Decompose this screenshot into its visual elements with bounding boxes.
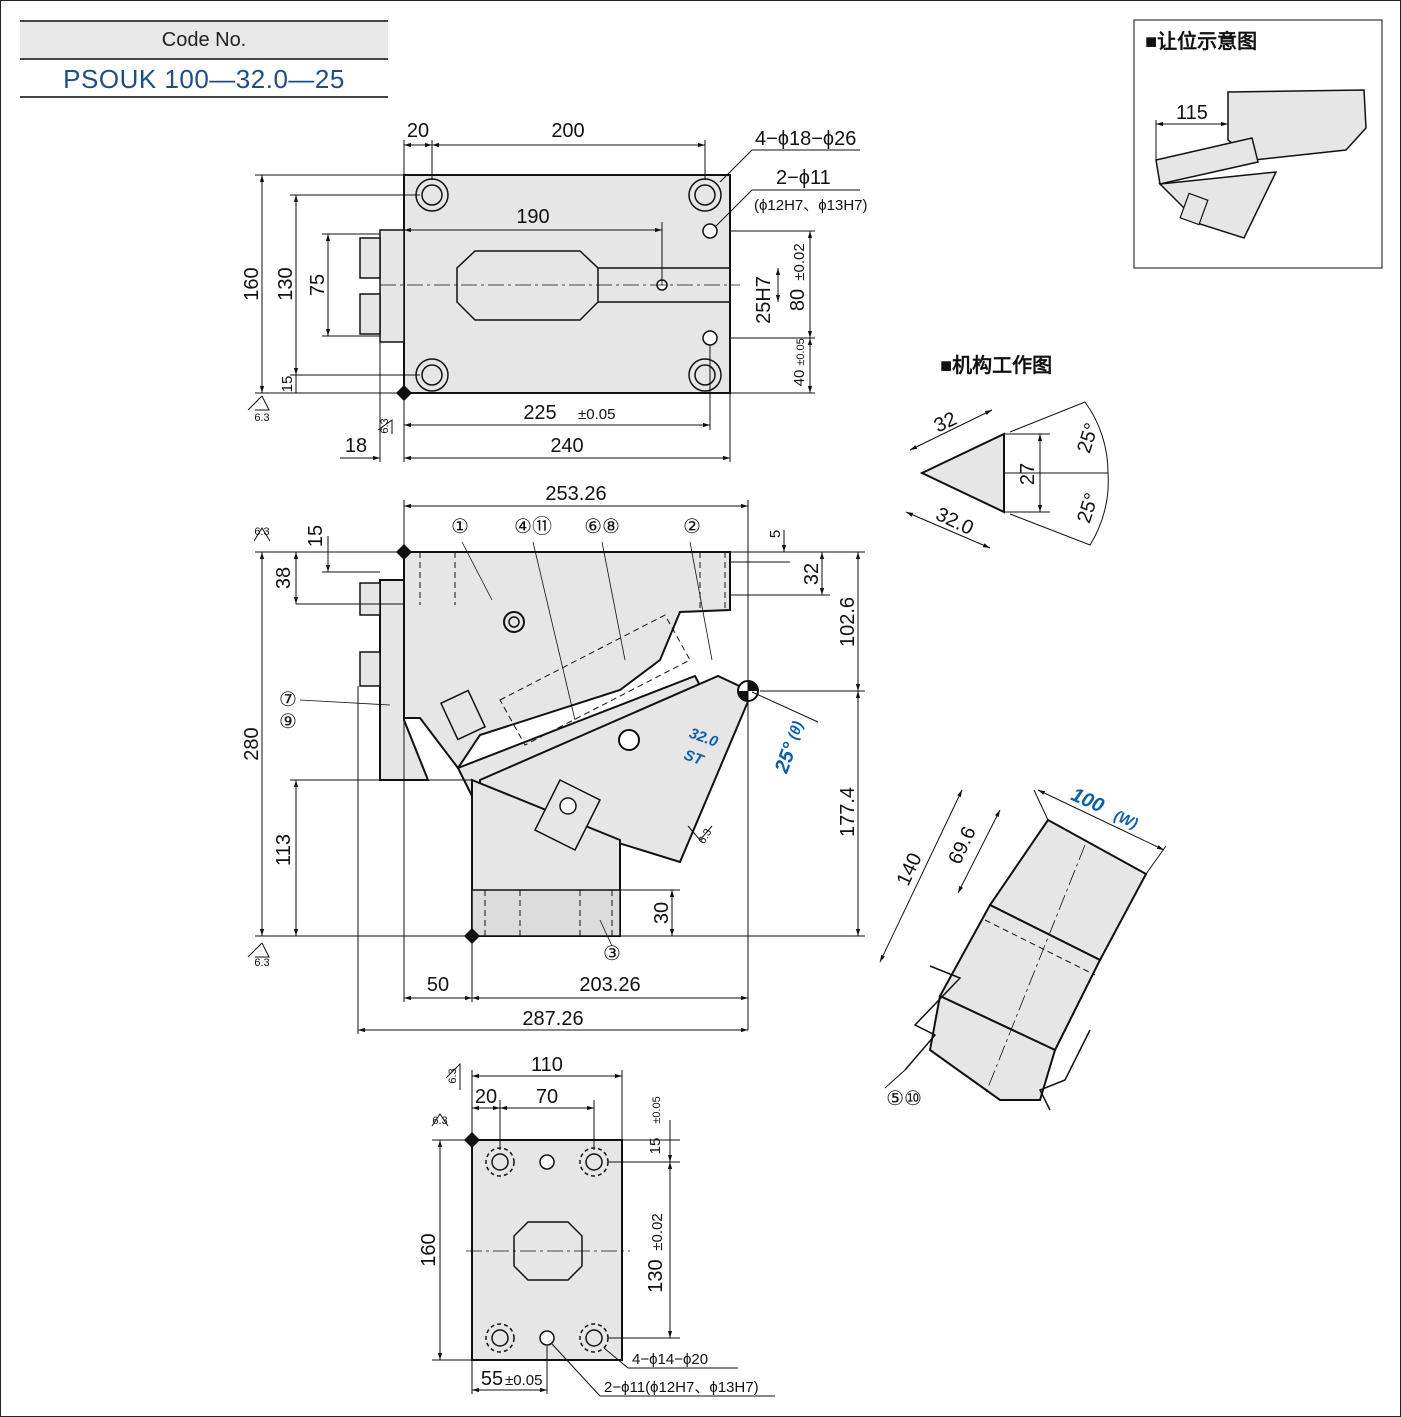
note-counterbore-holes: 4−ϕ18−ϕ26 bbox=[755, 128, 856, 150]
balloon-1: ① bbox=[451, 516, 469, 538]
roughness-mark: 6.3 bbox=[254, 412, 269, 424]
roughness-mark: 6.3 bbox=[254, 526, 269, 538]
code-label: Code No. bbox=[20, 20, 388, 60]
note-bottom-pins: 2−ϕ11(ϕ12H7、ϕ13H7) bbox=[604, 1379, 759, 1396]
dim-130: 130 bbox=[275, 267, 297, 300]
dim-113: 113 bbox=[273, 834, 295, 866]
mechanism-dim-32-0: 32.0 bbox=[932, 503, 977, 539]
dim-38: 38 bbox=[273, 567, 295, 589]
dim-80: 80 bbox=[787, 289, 809, 311]
dim-32: 32 bbox=[801, 563, 823, 585]
side-dim-69: 69.6 bbox=[944, 823, 980, 868]
mechanism-dim-32: 32 bbox=[931, 408, 960, 437]
dim-253: 253.26 bbox=[545, 483, 606, 505]
top-side-block bbox=[379, 229, 405, 343]
dim-102: 102.6 bbox=[837, 597, 859, 647]
side-view: 100 (W) 140 69.6 ⑤⑩ bbox=[879, 784, 1167, 1111]
dim-55-tolerance: ±0.05 bbox=[505, 1372, 542, 1389]
clearance-title: ■让位示意图 bbox=[1145, 29, 1257, 53]
dim-225-tolerance: ±0.05 bbox=[578, 406, 615, 423]
dim-80-tolerance: ±0.02 bbox=[791, 243, 808, 280]
dim-280: 280 bbox=[241, 727, 263, 760]
mechanism-angle-bottom: 25° bbox=[1073, 490, 1103, 526]
dim-130-tolerance: ±0.02 bbox=[649, 1213, 666, 1250]
upper-body bbox=[403, 551, 731, 770]
balloon-9: ⑨ bbox=[279, 711, 297, 733]
dim-75: 75 bbox=[307, 274, 329, 296]
roughness-mark: 6.3 bbox=[432, 1115, 447, 1127]
roughness-mark: 6.3 bbox=[447, 1068, 459, 1083]
counterbore-hole bbox=[688, 358, 722, 392]
counterbore-hole bbox=[415, 358, 449, 392]
dim-40: 40 bbox=[791, 370, 808, 387]
roughness-mark: 6.3 bbox=[379, 418, 391, 433]
dim-5: 5 bbox=[767, 530, 784, 538]
dowel-hole bbox=[702, 330, 718, 346]
angle-symbol: (θ) bbox=[785, 719, 807, 742]
dim-55: 55 bbox=[481, 1368, 503, 1390]
note-bottom-holes: 4−ϕ14−ϕ20 bbox=[632, 1351, 708, 1368]
clearance-inset: ■让位示意图 115 bbox=[1133, 19, 1383, 269]
dim-200: 200 bbox=[551, 120, 584, 142]
mechanism-title: ■机构工作图 bbox=[940, 353, 1052, 377]
dim-190: 190 bbox=[516, 206, 549, 228]
side-dim-140: 140 bbox=[893, 850, 927, 890]
mechanism-dim-27: 27 bbox=[1017, 463, 1039, 485]
dim-160: 160 bbox=[418, 1233, 440, 1266]
side-width-symbol: (W) bbox=[1111, 807, 1140, 832]
balloon-7: ⑦ bbox=[279, 689, 297, 711]
counterbore-hole bbox=[415, 178, 449, 212]
bottom-view: 110 20 70 6.3 6.3 160 15 ±0.05 130 ±0.02… bbox=[418, 1054, 775, 1397]
mechanism-diagram: ■机构工作图 32 32.0 27 25° 25° bbox=[905, 353, 1109, 549]
code-number-box: Code No. PSOUK 100—32.0—25 bbox=[20, 20, 388, 98]
side-width: 100 bbox=[1068, 784, 1107, 818]
front-view: 253.26 15 38 6.3 280 113 6.3 5 32 102.6 … bbox=[241, 483, 865, 1034]
top-view: 20 200 190 160 130 75 15 6.3 225 ±0.05 2… bbox=[241, 120, 868, 462]
dim-18: 18 bbox=[345, 435, 367, 457]
balloon-2: ② bbox=[683, 516, 701, 538]
dim-240: 240 bbox=[550, 435, 583, 457]
note-dowel-holes: 2−ϕ11 bbox=[776, 167, 831, 189]
dim-25h7: 25H7 bbox=[753, 276, 775, 324]
side-guide bbox=[379, 579, 430, 781]
roughness-mark: 6.3 bbox=[696, 827, 714, 846]
balloon-6-8: ⑥⑧ bbox=[584, 516, 620, 538]
dim-225: 225 bbox=[523, 402, 556, 424]
bottom-plate bbox=[471, 1139, 623, 1361]
dim-30: 30 bbox=[651, 902, 673, 924]
top-boss-lower bbox=[359, 293, 381, 335]
dim-287: 287.26 bbox=[522, 1008, 583, 1030]
mechanism-angle-top: 25° bbox=[1073, 420, 1103, 456]
clearance-dim-115: 115 bbox=[1176, 102, 1208, 124]
dim-130: 130 bbox=[645, 1259, 667, 1292]
stroke-symbol: ST bbox=[682, 747, 708, 770]
roughness-mark: 6.3 bbox=[254, 957, 269, 969]
dim-177: 177.4 bbox=[837, 787, 859, 837]
dim-70: 70 bbox=[536, 1086, 558, 1108]
dim-110: 110 bbox=[531, 1054, 563, 1076]
dowel-hole bbox=[702, 223, 718, 239]
code-value: PSOUK 100—32.0—25 bbox=[20, 60, 388, 98]
dim-15: 15 bbox=[279, 376, 296, 393]
counterbore-hole bbox=[688, 178, 722, 212]
balloon-4-11: ④⑪ bbox=[514, 515, 552, 538]
dim-203: 203.26 bbox=[579, 974, 640, 996]
balloon-5-10: ⑤⑩ bbox=[886, 1088, 922, 1110]
top-slot-pocket bbox=[456, 250, 599, 321]
dim-15-tolerance: ±0.05 bbox=[651, 1096, 663, 1123]
dim-160: 160 bbox=[241, 267, 263, 300]
note-dowel-fit: (ϕ12H7、ϕ13H7) bbox=[754, 197, 868, 214]
dim-15: 15 bbox=[647, 1138, 664, 1155]
dim-40-tolerance: ±0.05 bbox=[795, 338, 807, 365]
dim-20: 20 bbox=[475, 1086, 497, 1108]
balloon-3: ③ bbox=[603, 943, 621, 965]
angle-value: 25° bbox=[771, 739, 803, 777]
top-boss-upper bbox=[359, 237, 381, 279]
dim-15: 15 bbox=[305, 525, 327, 547]
dim-50: 50 bbox=[427, 974, 449, 996]
wedge-triangle bbox=[919, 432, 1005, 514]
dim-20: 20 bbox=[407, 120, 429, 142]
